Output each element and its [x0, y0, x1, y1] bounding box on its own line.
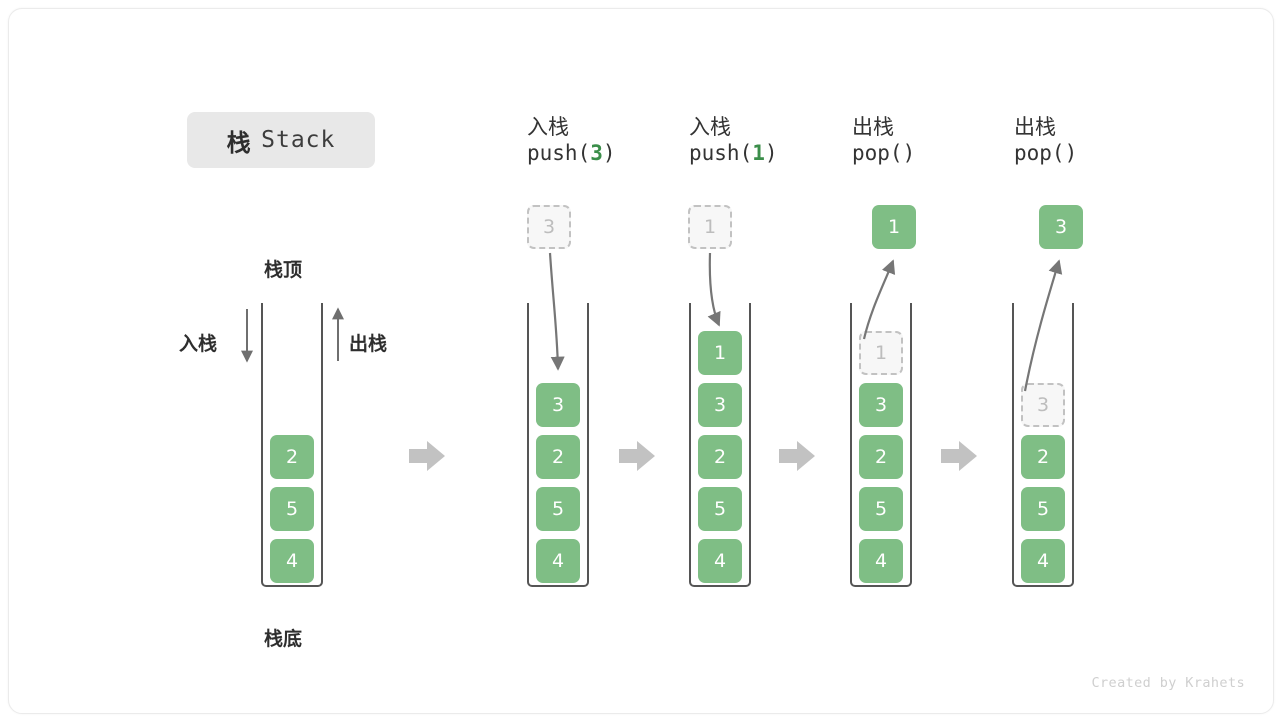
panel-code-label: push(1): [689, 141, 778, 167]
stack-cells: 4 5 2 3: [1021, 383, 1065, 583]
popped-element-box: 1: [872, 205, 916, 249]
stack-frame: [689, 303, 751, 587]
panel-header-push-3: 入栈 push(3): [527, 115, 616, 166]
stack-cell: 5: [270, 487, 314, 531]
panel-op-label: 入栈: [527, 116, 569, 139]
stack-panel-push-1: 4 5 2 3 1: [689, 303, 751, 587]
stack-panel-initial: 4 5 2: [261, 303, 323, 587]
code-suffix: ): [902, 140, 916, 165]
stack-cell: 4: [859, 539, 903, 583]
step-arrow-icon: [779, 441, 815, 471]
stack-cell: 2: [859, 435, 903, 479]
panel-header-push-1: 入栈 push(1): [689, 115, 778, 166]
stack-cell: 2: [1021, 435, 1065, 479]
code-prefix: pop(: [1014, 140, 1065, 165]
step-arrow-icon: [409, 441, 445, 471]
stack-cell: 3: [859, 383, 903, 427]
stack-cells: 4 5 2 3: [536, 383, 580, 583]
panel-code-label: pop(): [1014, 141, 1077, 167]
stack-panel-pop-1: 4 5 2 3 1: [850, 303, 912, 587]
stack-cells: 4 5 2: [270, 435, 314, 583]
code-prefix: push(: [527, 140, 591, 165]
stack-top-label: 栈顶: [264, 260, 303, 281]
step-arrow-icon: [941, 441, 977, 471]
stack-cells: 4 5 2 3 1: [698, 331, 742, 583]
panel-header-pop-1: 出栈 pop(): [852, 115, 915, 166]
code-arg: 1: [752, 140, 765, 165]
panel-code-label: pop(): [852, 141, 915, 167]
code-suffix: ): [764, 140, 778, 165]
stack-frame: [261, 303, 323, 587]
step-arrow-icon: [619, 441, 655, 471]
stack-cell-ghost: 3: [1021, 383, 1065, 427]
stack-cell: 3: [536, 383, 580, 427]
stack-cell: 2: [536, 435, 580, 479]
code-suffix: ): [1064, 140, 1078, 165]
stack-cell: 5: [859, 487, 903, 531]
stack-cell: 5: [698, 487, 742, 531]
code-suffix: ): [602, 140, 616, 165]
title-chip: 栈 Stack: [187, 112, 375, 168]
stack-panel-push-3: 4 5 2 3: [527, 303, 589, 587]
code-prefix: push(: [689, 140, 753, 165]
push-side-label: 入栈: [179, 334, 218, 355]
footer-credit: Created by Krahets: [1091, 675, 1245, 691]
stack-cell: 4: [270, 539, 314, 583]
diagram-canvas: 栈 Stack 栈顶 栈底 入栈 出栈 4 5 2 入栈: [8, 8, 1274, 714]
title-cn: 栈: [226, 129, 252, 157]
incoming-ghost-box: 1: [688, 205, 732, 249]
stack-cell: 2: [270, 435, 314, 479]
stack-cell: 5: [536, 487, 580, 531]
stack-cell: 4: [1021, 539, 1065, 583]
stack-bottom-label: 栈底: [264, 629, 303, 650]
code-prefix: pop(: [852, 140, 903, 165]
incoming-ghost-box: 3: [527, 205, 571, 249]
stack-cell: 5: [1021, 487, 1065, 531]
stack-panel-pop-2: 4 5 2 3: [1012, 303, 1074, 587]
stack-cell: 3: [698, 383, 742, 427]
stack-cell: 2: [698, 435, 742, 479]
title-en: Stack: [261, 127, 336, 153]
stack-cell: 4: [698, 539, 742, 583]
code-arg: 3: [590, 140, 603, 165]
panel-header-pop-2: 出栈 pop(): [1014, 115, 1077, 166]
stack-frame: [527, 303, 589, 587]
stack-cells: 4 5 2 3 1: [859, 331, 903, 583]
pop-side-label: 出栈: [349, 334, 388, 355]
panel-op-label: 出栈: [1014, 116, 1056, 139]
panel-code-label: push(3): [527, 141, 616, 167]
stack-cell-ghost: 1: [859, 331, 903, 375]
stack-cell: 1: [698, 331, 742, 375]
stack-frame: [850, 303, 912, 587]
panel-op-label: 入栈: [689, 116, 731, 139]
stack-cell: 4: [536, 539, 580, 583]
panel-op-label: 出栈: [852, 116, 894, 139]
popped-element-box: 3: [1039, 205, 1083, 249]
stack-frame: [1012, 303, 1074, 587]
